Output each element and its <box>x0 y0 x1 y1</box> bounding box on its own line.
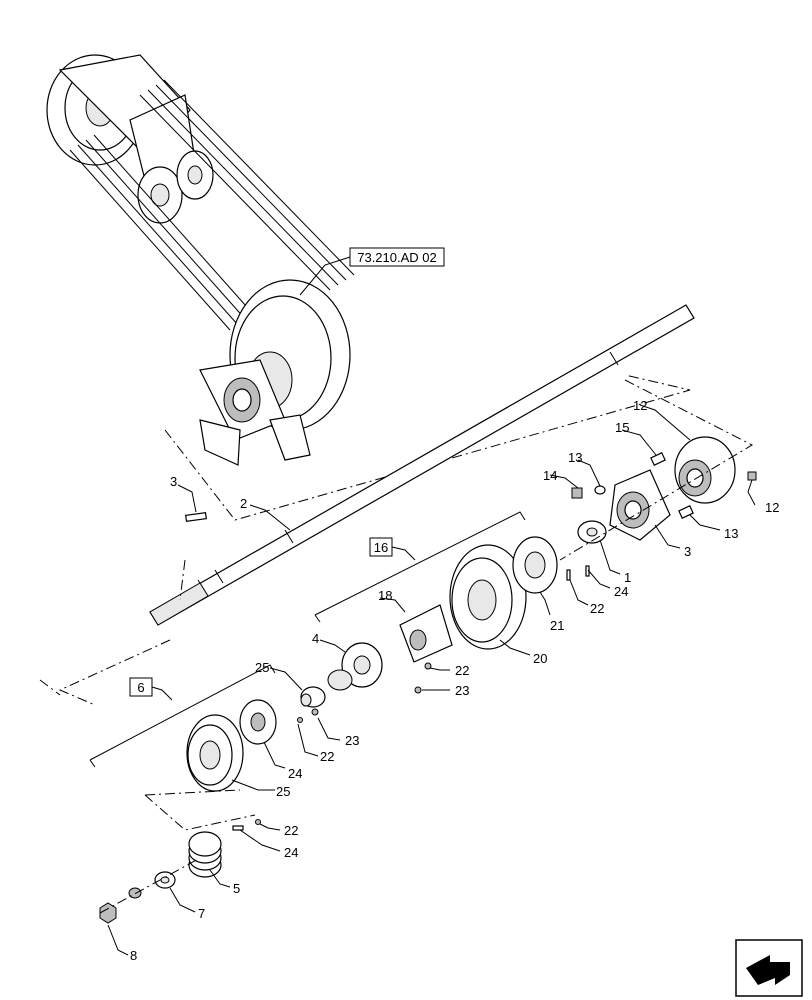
group-6-bracket <box>89 664 276 761</box>
main-shaft <box>149 304 695 626</box>
bearing-flange-10 <box>674 436 736 504</box>
hub-17 <box>399 604 453 663</box>
group-16-bracket <box>314 511 526 616</box>
callout-20-b: 22 <box>455 663 469 678</box>
group-callout-6[interactable]: 6 <box>129 677 153 697</box>
callout-20-a: 22 <box>590 601 604 616</box>
coupling-5 <box>341 642 383 688</box>
washer-13 <box>594 485 606 495</box>
callout-20-d: 22 <box>284 823 298 838</box>
pin-20 <box>255 819 261 825</box>
hub-23 <box>239 699 277 745</box>
callout-1: 1 <box>624 570 631 585</box>
callout-leaders <box>107 404 756 956</box>
callout-22-b: 24 <box>284 845 298 860</box>
callout-7: 5 <box>233 881 240 896</box>
callout-8: 7 <box>198 906 205 921</box>
sheave-24 <box>186 714 244 792</box>
callout-14: 14 <box>543 468 557 483</box>
bushing-25 <box>300 686 326 708</box>
callout-18: 20 <box>533 651 547 666</box>
callout-19: 21 <box>550 618 564 633</box>
setscrew-21-a <box>414 686 422 694</box>
bearing-flange-3 <box>609 469 671 541</box>
assembly-boundary <box>164 374 691 521</box>
callout-4: 3 <box>170 474 177 489</box>
centerline-left <box>58 559 186 706</box>
callout-15: 15 <box>615 420 629 435</box>
key-20-a <box>566 569 571 581</box>
reference-leader <box>299 256 351 296</box>
callout-17: 18 <box>378 588 392 603</box>
callout-2: 2 <box>240 496 247 511</box>
callout-11: 12 <box>765 500 779 515</box>
bolt-22 <box>232 825 244 831</box>
centerline-stub <box>39 679 61 696</box>
callout-12: 13 <box>724 526 738 541</box>
nut-14 <box>571 487 583 499</box>
callout-23: 24 <box>288 766 302 781</box>
sheave-18 <box>449 544 527 650</box>
callout-21-a: 23 <box>455 683 469 698</box>
callout-21-b: 23 <box>345 733 359 748</box>
bolt-12 <box>678 505 694 519</box>
next-page-arrow-icon[interactable] <box>735 939 803 997</box>
reference-tag[interactable]: 73.210.AD 02 <box>349 247 445 267</box>
lower-boundary <box>144 789 256 831</box>
callout-9: 8 <box>130 948 137 963</box>
callout-numbers: 3 2 12 15 14 13 12 13 3 1 24 22 21 20 18… <box>130 398 779 963</box>
callout-20-c: 22 <box>320 749 334 764</box>
right-boundary <box>559 379 754 561</box>
nut-8b <box>128 887 142 899</box>
callout-3: 3 <box>684 544 691 559</box>
callout-22-a: 24 <box>614 584 628 599</box>
callout-5: 4 <box>312 631 319 646</box>
group-callout-16[interactable]: 16 <box>369 537 393 557</box>
bolt-15 <box>650 452 666 466</box>
callout-25: 25 <box>255 660 269 675</box>
spring-centerline <box>99 857 201 914</box>
plate-19 <box>512 536 558 594</box>
setscrew-20-b <box>297 717 303 723</box>
spring-7 <box>188 831 222 878</box>
svg-text:6: 6 <box>137 680 144 695</box>
callout-10: 12 <box>633 398 647 413</box>
setscrew-20-a <box>424 662 432 670</box>
pin-part <box>185 511 207 523</box>
setscrew-21-b <box>311 708 319 716</box>
reference-tag-text: 73.210.AD 02 <box>357 250 437 265</box>
coupling-half <box>327 669 353 691</box>
nut-11 <box>747 471 757 481</box>
callout-24: 25 <box>276 784 290 799</box>
belt-drive-assembly <box>46 54 355 466</box>
nut-9 <box>99 902 117 924</box>
callout-13: 13 <box>568 450 582 465</box>
svg-text:16: 16 <box>374 540 388 555</box>
